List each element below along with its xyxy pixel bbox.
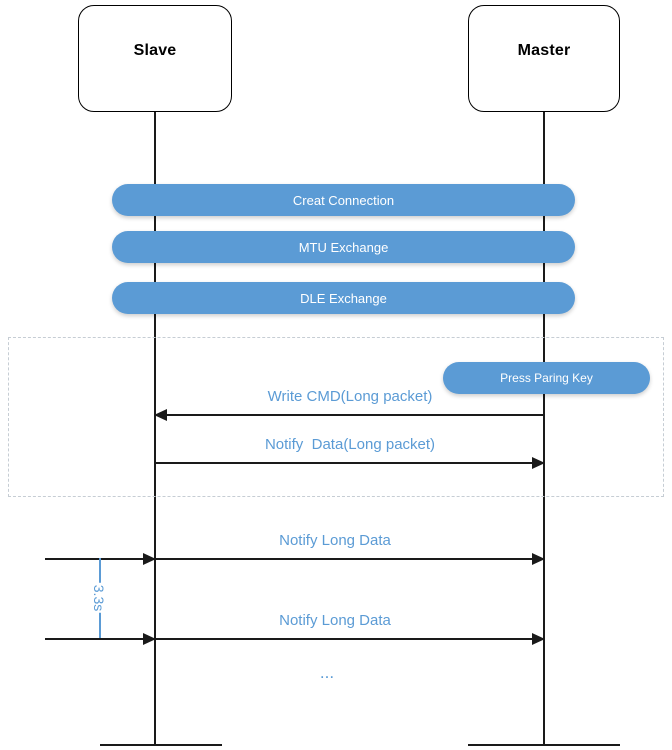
press-pairing-key-bar[interactable]: Press Paring Key [443, 362, 650, 394]
lifeline-master [543, 112, 546, 746]
actor-label-slave: Slave [133, 41, 177, 59]
phase-bar-creat-connection[interactable]: Creat Connection [112, 184, 575, 216]
message-label-notify-data: Notify Data(Long packet) [264, 436, 436, 453]
arrowhead-left-icon [154, 409, 167, 421]
press-pairing-key-label: Press Paring Key [500, 371, 593, 385]
message-label-notify-long-data: Notify Long Data [279, 612, 391, 629]
message-line [45, 558, 544, 560]
message-label-write-cmd: Write CMD(Long packet) [267, 388, 433, 405]
message-line [155, 414, 544, 416]
arrowhead-right-icon [532, 633, 545, 645]
pairing-group-frame [8, 337, 664, 497]
phase-bar-label: MTU Exchange [298, 239, 389, 255]
continuation-ellipsis: ... [319, 663, 335, 682]
message-line [45, 638, 544, 640]
actor-label-master: Master [517, 41, 571, 59]
lifeline-slave [154, 112, 157, 746]
arrowhead-slave-icon [143, 633, 156, 645]
message-line [155, 462, 544, 464]
phase-bar-label: DLE Exchange [300, 290, 387, 306]
lifeline-terminator-master [468, 744, 620, 747]
phase-bar-label: Creat Connection [292, 192, 395, 208]
phase-bar-dle-exchange[interactable]: DLE Exchange [112, 282, 575, 314]
message-label-notify-long-data: Notify Long Data [279, 532, 391, 549]
actor-box-slave[interactable]: Slave [78, 5, 232, 112]
duration-label: 3.3s [90, 582, 108, 614]
lifeline-terminator-slave [100, 744, 222, 747]
arrowhead-slave-icon [143, 553, 156, 565]
arrowhead-right-icon [532, 457, 545, 469]
actor-box-master[interactable]: Master [468, 5, 620, 112]
arrowhead-right-icon [532, 553, 545, 565]
phase-bar-mtu-exchange[interactable]: MTU Exchange [112, 231, 575, 263]
